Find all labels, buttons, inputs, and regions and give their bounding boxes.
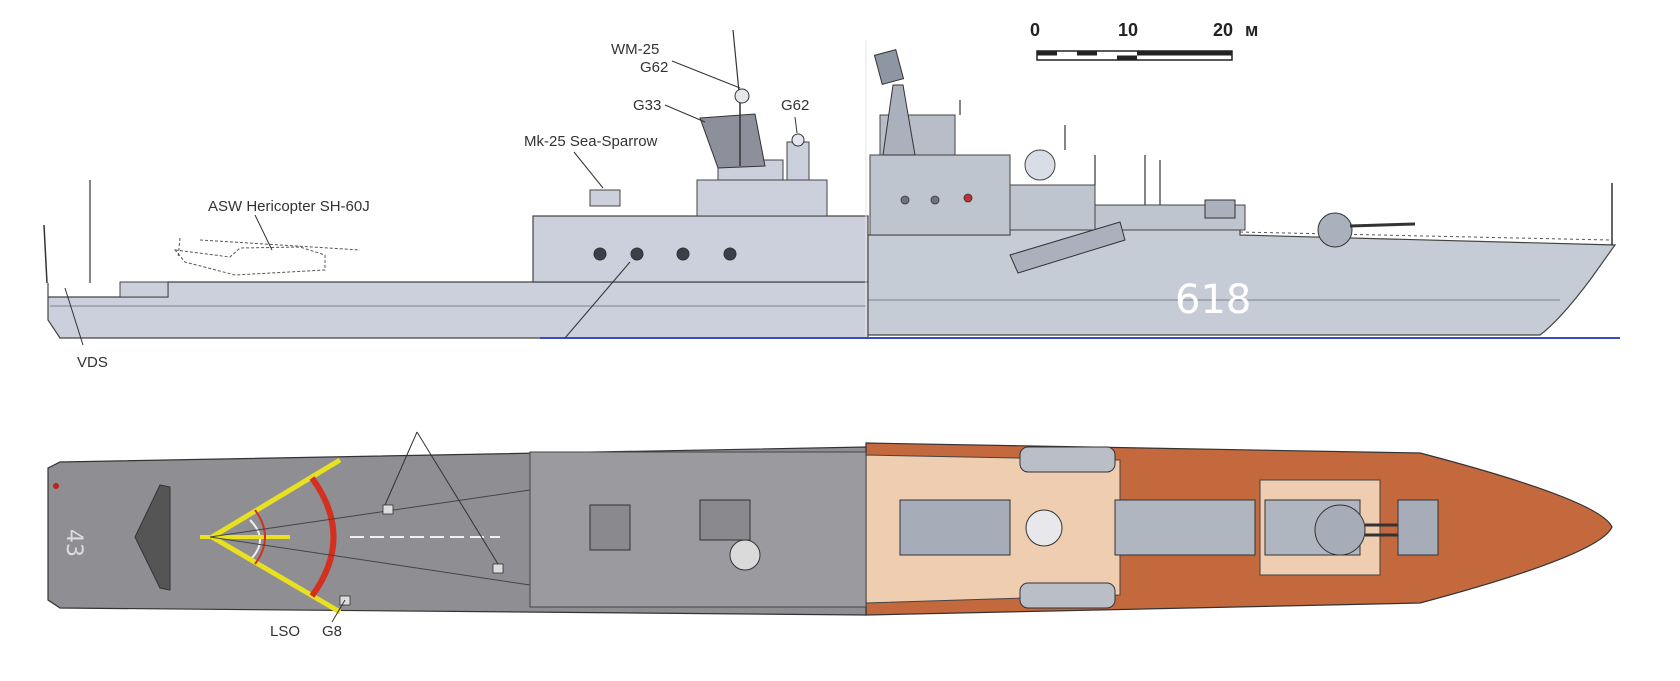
wm25-label: WM-25 — [611, 41, 659, 58]
helicopter-label: ASW Hericopter SH-60J — [208, 198, 370, 215]
scale-bar: 0 10 20 м — [1030, 20, 1258, 61]
leader-lines — [64, 60, 798, 346]
right-ship-side: 618 — [864, 49, 1617, 336]
scale-tick-10: 10 — [1118, 20, 1138, 40]
right-ship-deck — [865, 442, 1613, 616]
scale-tick-0: 0 — [1030, 20, 1040, 40]
g62-top-label: G62 — [640, 59, 668, 76]
side-profile: 618 — [43, 20, 1620, 371]
g8-label: G8 — [322, 623, 342, 640]
lso-label: LSO — [270, 623, 300, 640]
helicopter-outline — [173, 237, 361, 276]
g62-right-label: G62 — [781, 97, 809, 114]
deck-hull-number: 43 — [61, 529, 86, 557]
scale-unit: м — [1245, 20, 1258, 40]
scale-tick-20: 20 — [1213, 20, 1233, 40]
mk25-label: Mk-25 Sea-Sparrow — [524, 133, 658, 150]
left-ship-deck: 43 — [47, 431, 867, 623]
g33-label: G33 — [633, 97, 661, 114]
vds-label: VDS — [77, 354, 108, 371]
left-ship-side — [43, 29, 869, 339]
deck-view: 43 LSO G8 — [47, 431, 1613, 640]
side-hull-number: 618 — [1175, 277, 1251, 323]
